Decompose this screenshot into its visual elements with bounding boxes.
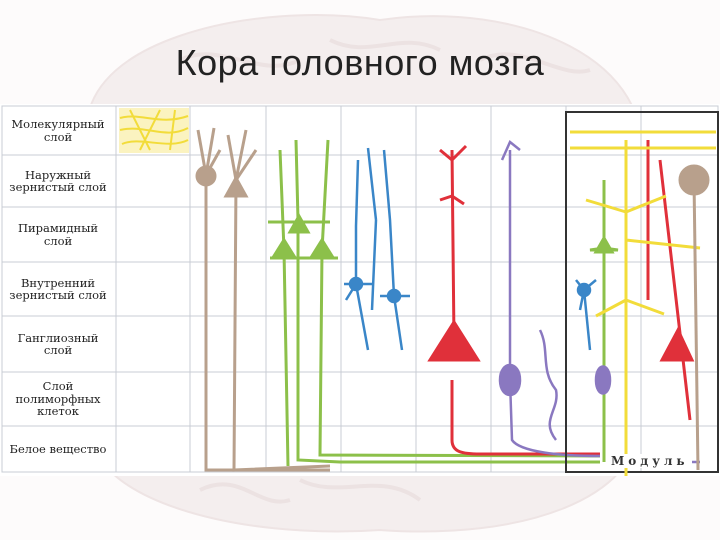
green-neurons <box>268 139 619 467</box>
grid <box>1 105 719 473</box>
slide-title: Кора головного мозга <box>175 42 545 83</box>
blue-neurons <box>344 147 597 351</box>
molecular-fibers-left <box>119 108 189 153</box>
layer-label-molecular: Молекулярный слой <box>11 117 105 144</box>
module-label: Модуль <box>608 454 692 468</box>
layer-label-ganglionic: Ганглиозный слой <box>17 330 99 357</box>
layer-label-outer-granular: Наружный зернистый слой <box>9 167 107 194</box>
layer-label-pyramidal: Пирамидный слой <box>17 221 99 248</box>
layer-label-polymorphic: Слой полиморфных клеток <box>15 379 101 419</box>
purple-neurons <box>498 140 700 464</box>
module-region <box>565 111 719 476</box>
layer-label-inner-granular: Внутренний зернистый слой <box>9 275 107 302</box>
tan-neurons <box>195 127 331 472</box>
layer-label-white-matter: Белое вещество <box>9 441 107 456</box>
red-neurons <box>427 140 695 456</box>
